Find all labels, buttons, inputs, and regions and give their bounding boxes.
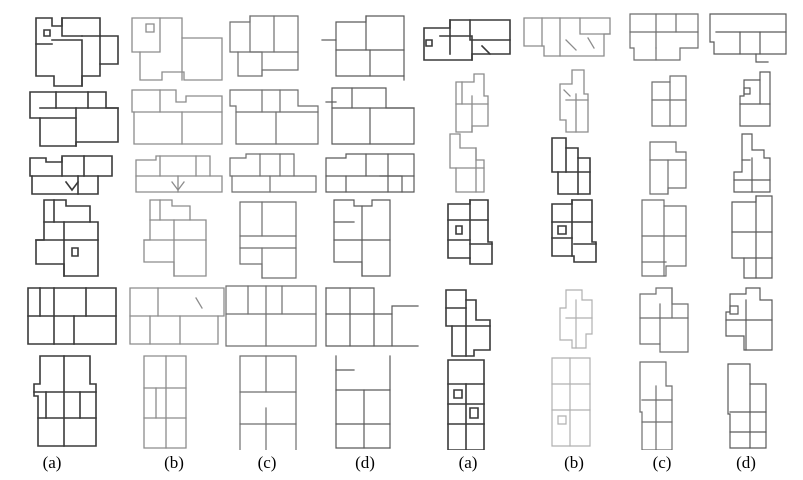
plan-left-r6-c <box>239 355 297 453</box>
plan-right-r3-d <box>733 133 771 193</box>
plan-left-r1-d <box>321 15 405 81</box>
plan-right-r1-c <box>629 13 699 61</box>
column-label-a-right: (a) <box>458 453 478 472</box>
plan-left-r4-b <box>143 199 207 277</box>
plan-left-r4-a <box>35 199 99 277</box>
plan-left-r2-d <box>325 87 415 145</box>
plan-left-r3-a <box>29 155 113 195</box>
plan-right-r1-b <box>523 17 611 57</box>
plan-right-r2-b <box>559 69 589 133</box>
plan-right-r6-a <box>447 359 485 451</box>
plan-right-r1-d <box>709 13 787 63</box>
plan-left-r5-d <box>325 287 419 347</box>
plan-right-r4-a <box>447 199 493 265</box>
plan-right-r1-a <box>423 19 511 61</box>
plan-right-r3-c <box>649 141 687 195</box>
plan-right-r5-c <box>639 287 689 353</box>
plan-left-r6-d <box>335 355 391 449</box>
plan-left-r5-c <box>225 285 317 347</box>
plan-left-r3-b <box>135 155 223 193</box>
plan-right-r6-d <box>727 363 767 449</box>
plan-right-r6-b <box>551 357 591 447</box>
plan-left-r1-c <box>229 15 299 77</box>
column-label-b-left: (b) <box>164 453 184 472</box>
plan-left-r4-c <box>239 201 297 279</box>
plan-left-r2-b <box>131 89 223 145</box>
plan-left-r4-d <box>333 199 391 277</box>
column-label-b-right: (b) <box>564 453 584 472</box>
plan-left-r5-a <box>27 287 117 345</box>
column-label-c-left: (c) <box>257 453 277 472</box>
plan-left-r5-b <box>129 287 225 345</box>
plan-right-r5-d <box>725 287 773 351</box>
column-label-d-left: (d) <box>355 453 375 472</box>
plan-right-r2-d <box>739 71 771 127</box>
plan-right-r2-a <box>455 73 489 133</box>
column-label-c-right: (c) <box>652 453 672 472</box>
plan-left-r1-a <box>35 17 119 87</box>
plan-right-r3-a <box>449 133 485 193</box>
plan-right-r4-b <box>551 199 597 263</box>
plan-right-r5-b <box>559 289 593 349</box>
plan-left-r3-c <box>229 153 317 193</box>
plan-right-r3-b <box>551 137 591 195</box>
column-label-d-right: (d) <box>736 453 756 472</box>
plan-right-r6-c <box>639 361 673 451</box>
plan-left-r1-b <box>131 17 223 81</box>
plan-left-r3-d <box>325 153 415 193</box>
plan-left-r6-b <box>143 355 187 449</box>
plan-left-r6-a <box>33 355 97 447</box>
plan-left-r2-a <box>29 91 119 147</box>
plan-left-r2-c <box>229 89 319 145</box>
column-label-a-left: (a) <box>42 453 62 472</box>
floor-plan-grid <box>27 13 787 453</box>
plan-right-r4-d <box>731 195 773 279</box>
plan-right-r4-c <box>641 199 687 277</box>
plan-right-r2-c <box>651 75 687 127</box>
plan-right-r5-a <box>445 289 491 357</box>
